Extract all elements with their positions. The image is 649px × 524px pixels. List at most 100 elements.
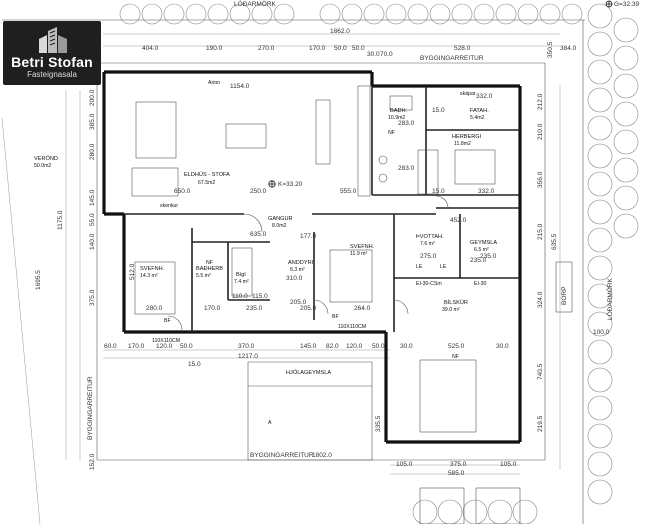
room-area-svefnh-mid: 11.9 m² — [350, 251, 367, 257]
sink — [378, 173, 388, 183]
dim-top-3: 270.0 — [258, 45, 275, 52]
door-bedroom3 — [435, 195, 449, 209]
shower — [417, 149, 439, 195]
room-area-badh: 10.9m2 — [388, 115, 405, 121]
dim-left-4: 385.0 — [89, 113, 96, 130]
dim-int-7: 283.0 — [398, 165, 415, 172]
dim-bottom-1: 60.0 — [104, 343, 117, 350]
label-section-a: A — [268, 420, 272, 426]
room-name-svefnh-left: SVEFNH. — [140, 266, 165, 272]
dim-bottom-7: 82.0 — [326, 343, 339, 350]
dim-int-24: 177.0 — [300, 233, 317, 240]
label-skenkur: skenkur — [160, 203, 178, 209]
dim-bottom-3: 120.0 — [156, 343, 173, 350]
dim-garage-mid-3: 30.0 — [496, 343, 509, 350]
level-marker-icon — [268, 180, 276, 188]
dim-bottom-8: 120.0 — [346, 343, 363, 350]
dim-int-5: 635.0 — [250, 231, 267, 238]
label-window-2: 110X110CM — [338, 324, 366, 330]
dim-left-7: 145.0 — [89, 189, 96, 206]
dim-int-9: 332.0 — [476, 93, 493, 100]
parking-space-2 — [475, 487, 521, 524]
car-garage — [419, 359, 477, 433]
door-bedroom1 — [167, 315, 183, 331]
label-nf-garage: NF — [452, 354, 459, 360]
dim-bottom-5: 370.0 — [238, 343, 255, 350]
dim-int-20: 110.0 — [232, 293, 248, 300]
dim-top-5: 50.0 — [334, 45, 347, 52]
dim-top-total: 1862.0 — [330, 28, 350, 35]
dim-top-4: 170.0 — [309, 45, 326, 52]
label-bf-1: BF — [164, 318, 171, 324]
room-name-bigl: Bígl — [236, 272, 246, 278]
dim-top-7: 30.0 — [367, 51, 380, 58]
dim-garage-3: 105.0 — [500, 461, 517, 468]
room-area-anddyri: 6.3 m² — [290, 267, 305, 273]
label-door-code-2: EI-30 — [474, 281, 487, 287]
dim-left-6: 375.0 — [89, 289, 96, 306]
dim-top-9: 528.0 — [454, 45, 471, 52]
dining-table — [225, 123, 267, 149]
room-area-eldhus: 67.5m2 — [198, 180, 215, 186]
dim-int-21: 115.0 — [252, 293, 268, 300]
bathtub — [389, 95, 413, 111]
dim-left-9: 140.0 — [89, 233, 96, 250]
sofa — [135, 101, 177, 159]
label-nf-bath: NF — [388, 130, 395, 136]
borp-label: BORP — [561, 287, 568, 305]
dim-left-10: 200.0 — [89, 89, 96, 106]
dim-garage-1: 105.0 — [396, 461, 413, 468]
room-area-geymsla: 6.5 m² — [474, 247, 489, 253]
build-label-top: BYGGINGARREITUR — [420, 55, 484, 62]
build-label-bottom: BYGGINGARREITUR — [250, 452, 314, 459]
dim-left-3: 280.0 — [89, 143, 96, 160]
label-window-1: 110X110CM — [152, 338, 180, 344]
terrace-name: VERÖND — [34, 155, 58, 162]
label-arinn: Arinn — [208, 80, 220, 86]
label-bf-2: BF — [332, 314, 339, 320]
room-name-badherb: BAÐHERB — [196, 266, 223, 272]
level-label: K=33.20 — [278, 181, 303, 188]
dim-bottom-4: 50.0 — [180, 343, 193, 350]
dim-int-25: 235.0 — [470, 257, 487, 264]
dim-int-19: 205.0 — [300, 305, 317, 312]
kitchen-island — [315, 99, 331, 165]
dim-int-15: 235.0 — [246, 305, 263, 312]
plot-boundary-left — [1, 117, 41, 524]
build-label-left: BYGGINGARREITUR — [87, 376, 94, 440]
dim-garage-mid-1: 30.0 — [400, 343, 413, 350]
dim-bottom-6: 145.0 — [300, 343, 317, 350]
brand-logo: Betri Stofan Fasteignasala — [3, 21, 101, 85]
room-name-geymsla: GEYMSLA — [470, 240, 497, 246]
dim-int-13: 275.0 — [420, 253, 437, 260]
bed — [454, 149, 496, 185]
label-le-2: LE — [440, 264, 447, 270]
room-area-bilskur: 39.0 m² — [442, 307, 460, 313]
dim-top-8: 70.0 — [380, 51, 393, 58]
dim-int-11: 15.0 — [432, 188, 445, 195]
room-name-anddyri: ANDDYRI — [288, 260, 314, 266]
plot-label-top: LÓÐARMÖRK — [234, 0, 277, 8]
dim-left-8: 55.0 — [89, 213, 96, 226]
door-corridor — [243, 213, 263, 233]
dim-int-3: 250.0 — [250, 188, 267, 195]
dim-left-2: 1695.5 — [35, 270, 42, 290]
dim-top-1: 404.0 — [142, 45, 159, 52]
dim-right-7: 740.5 — [537, 363, 544, 380]
room-name-fatah: FATAH. — [470, 108, 489, 114]
room-area-gangur: 8.0m2 — [272, 223, 287, 229]
tree-row-bottom — [412, 499, 538, 524]
dim-int-22: 170.0 — [204, 305, 221, 312]
door-bedroom2 — [313, 299, 329, 315]
dim-left-5: 512.0 — [129, 263, 136, 280]
dim-top-right-1: 350.5 — [547, 41, 554, 58]
dim-int-16: 310.0 — [286, 275, 303, 282]
dim-int-23: 280.0 — [146, 305, 163, 312]
label-skapar: skápar — [460, 91, 476, 97]
room-area-tvottah: 7.6 m² — [420, 241, 435, 247]
room-area-svefnh-left: 14.3 m² — [140, 273, 158, 279]
parking-space-1 — [419, 487, 465, 524]
dim-garage-total: 585.0 — [448, 470, 465, 477]
dim-bottom-9: 50.0 — [372, 343, 385, 350]
